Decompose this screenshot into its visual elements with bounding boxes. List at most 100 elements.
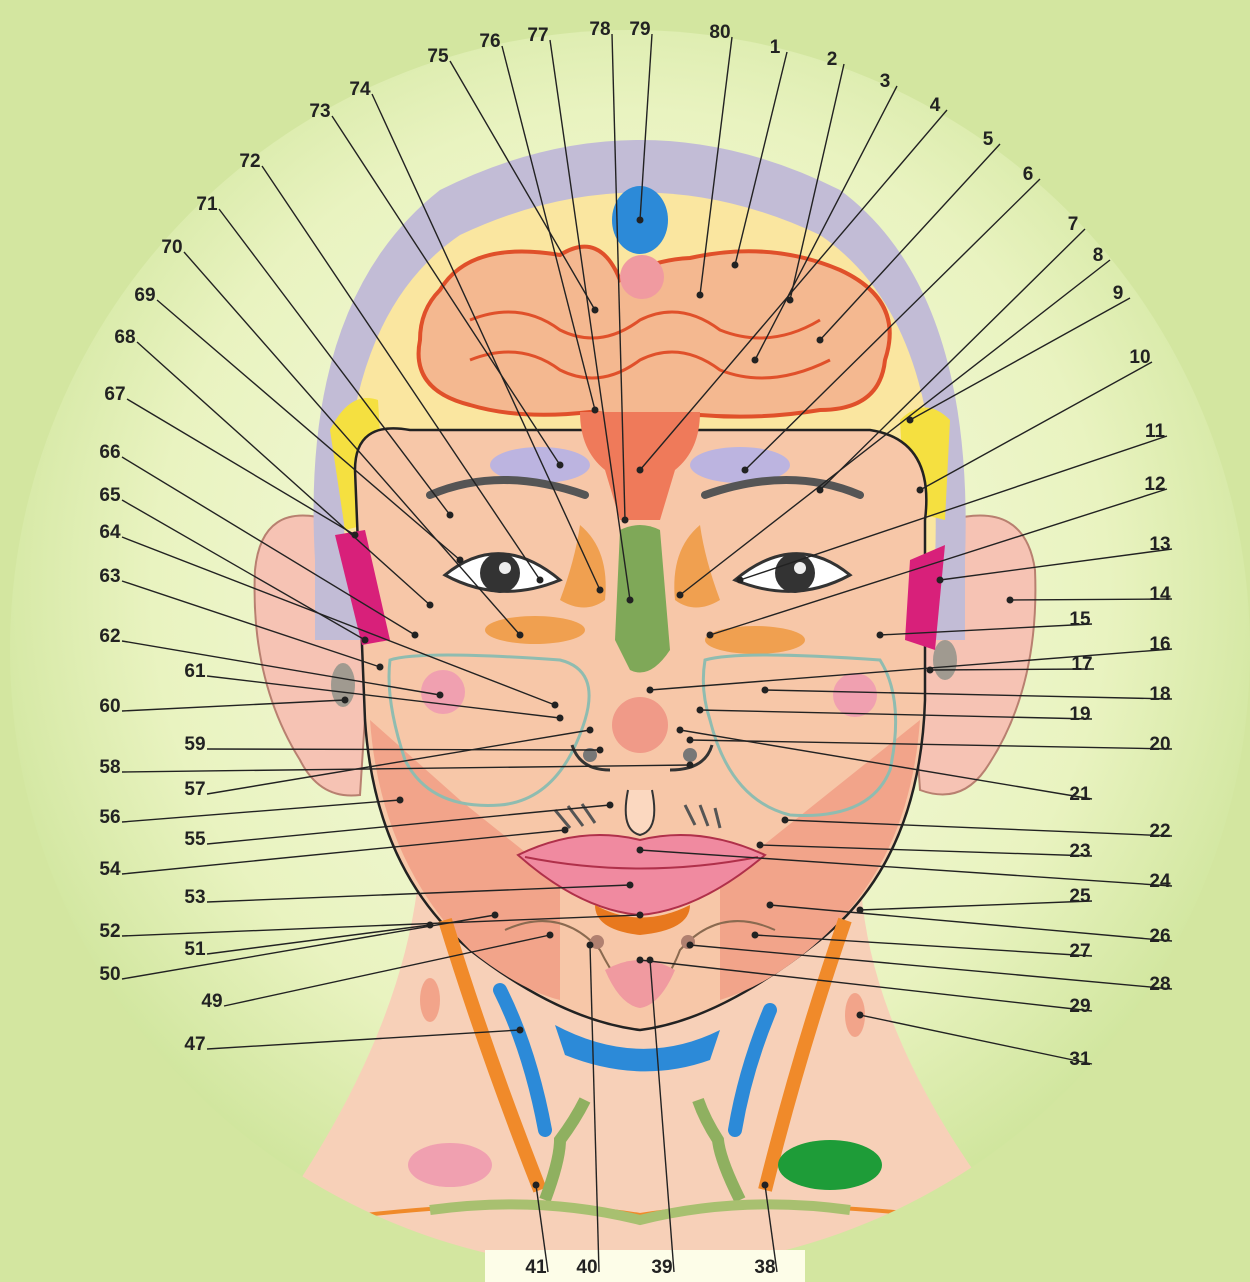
right-iris — [775, 553, 815, 593]
leader-dot-78 — [622, 517, 629, 524]
leader-dot-52 — [637, 912, 644, 919]
right-cheek-circle — [833, 673, 877, 717]
zone-label-21: 21 — [1069, 784, 1091, 805]
leader-dot-79 — [637, 217, 644, 224]
leader-dot-76 — [592, 407, 599, 414]
leader-dot-53 — [627, 882, 634, 889]
zone-label-70: 70 — [161, 237, 182, 258]
leader-dot-72 — [537, 577, 544, 584]
zone-label-8: 8 — [1093, 245, 1104, 266]
leader-dot-68 — [427, 602, 434, 609]
leader-dot-38 — [762, 1182, 769, 1189]
leader-dot-49 — [547, 932, 554, 939]
leader-dot-62 — [437, 692, 444, 699]
zone-label-62: 62 — [99, 626, 120, 647]
zone-label-76: 76 — [479, 31, 500, 52]
leader-dot-64 — [552, 702, 559, 709]
zone-label-13: 13 — [1149, 534, 1170, 555]
zone-label-72: 72 — [239, 151, 260, 172]
zone-label-71: 71 — [196, 194, 218, 215]
leader-dot-15 — [877, 632, 884, 639]
zone-label-26: 26 — [1149, 926, 1170, 947]
leader-dot-14 — [1007, 597, 1014, 604]
zone-label-54: 54 — [99, 859, 121, 880]
zone-label-11: 11 — [1145, 421, 1166, 442]
right-under-eye — [705, 626, 805, 654]
leader-line-14 — [1010, 599, 1172, 600]
zone-label-24: 24 — [1149, 871, 1171, 892]
nose-tip — [612, 697, 668, 753]
zone-label-25: 25 — [1069, 886, 1091, 907]
zone-label-17: 17 — [1071, 654, 1092, 675]
left-cheek-circle — [421, 670, 465, 714]
crown-pink-spot — [620, 255, 664, 299]
leader-dot-58 — [687, 762, 694, 769]
zone-label-19: 19 — [1069, 704, 1090, 725]
leader-dot-54 — [562, 827, 569, 834]
leader-dot-70 — [517, 632, 524, 639]
leader-dot-69 — [457, 557, 464, 564]
zone-label-41: 41 — [525, 1257, 547, 1278]
zone-label-6: 6 — [1023, 164, 1034, 185]
zone-label-5: 5 — [983, 129, 994, 150]
leader-dot-4 — [637, 467, 644, 474]
leader-dot-56 — [397, 797, 404, 804]
left-pupil-highlight — [499, 562, 511, 574]
zone-label-2: 2 — [827, 49, 838, 70]
zone-label-58: 58 — [99, 757, 120, 778]
leader-dot-41 — [533, 1182, 540, 1189]
leader-dot-73 — [557, 462, 564, 469]
zone-label-38: 38 — [754, 1257, 775, 1278]
leader-dot-80 — [697, 292, 704, 299]
zone-label-49: 49 — [201, 991, 222, 1012]
zone-label-55: 55 — [184, 829, 206, 850]
zone-label-16: 16 — [1149, 634, 1170, 655]
zone-label-52: 52 — [99, 921, 120, 942]
leader-dot-63 — [377, 664, 384, 671]
leader-dot-22 — [782, 817, 789, 824]
leader-dot-8 — [677, 592, 684, 599]
zone-label-23: 23 — [1069, 841, 1090, 862]
leader-dot-28 — [687, 942, 694, 949]
left-iris — [480, 553, 520, 593]
zone-label-3: 3 — [880, 71, 891, 92]
leader-dot-29 — [637, 957, 644, 964]
leader-dot-20 — [687, 737, 694, 744]
leader-line-17 — [930, 669, 1094, 670]
left-shoulder-pink — [408, 1143, 492, 1187]
leader-dot-31 — [857, 1012, 864, 1019]
zone-label-28: 28 — [1149, 974, 1170, 995]
leader-dot-51 — [427, 922, 434, 929]
right-pupil-highlight — [794, 562, 806, 574]
zone-label-74: 74 — [349, 79, 371, 100]
zone-label-63: 63 — [99, 566, 120, 587]
zone-label-57: 57 — [184, 779, 205, 800]
zone-label-50: 50 — [99, 964, 120, 985]
zone-label-51: 51 — [184, 939, 206, 960]
zone-label-61: 61 — [184, 661, 206, 682]
zone-label-77: 77 — [527, 25, 548, 46]
leader-dot-75 — [592, 307, 599, 314]
zone-label-9: 9 — [1113, 283, 1124, 304]
leader-dot-50 — [492, 912, 499, 919]
leader-dot-13 — [937, 577, 944, 584]
leader-dot-24 — [637, 847, 644, 854]
leader-dot-6 — [742, 467, 749, 474]
leader-dot-60 — [342, 697, 349, 704]
zone-label-78: 78 — [589, 19, 610, 40]
zone-label-40: 40 — [576, 1257, 597, 1278]
zone-label-22: 22 — [1149, 821, 1170, 842]
leader-dot-65 — [362, 637, 369, 644]
right-nostril — [683, 748, 697, 762]
leader-dot-61 — [557, 715, 564, 722]
leader-dot-40 — [587, 942, 594, 949]
zone-label-47: 47 — [184, 1034, 205, 1055]
leader-dot-17 — [927, 667, 934, 674]
leader-dot-47 — [517, 1027, 524, 1034]
zone-label-7: 7 — [1068, 214, 1079, 235]
zone-label-56: 56 — [99, 807, 120, 828]
leader-dot-39 — [647, 957, 654, 964]
zone-label-1: 1 — [770, 37, 781, 58]
zone-label-66: 66 — [99, 442, 120, 463]
leader-dot-27 — [752, 932, 759, 939]
